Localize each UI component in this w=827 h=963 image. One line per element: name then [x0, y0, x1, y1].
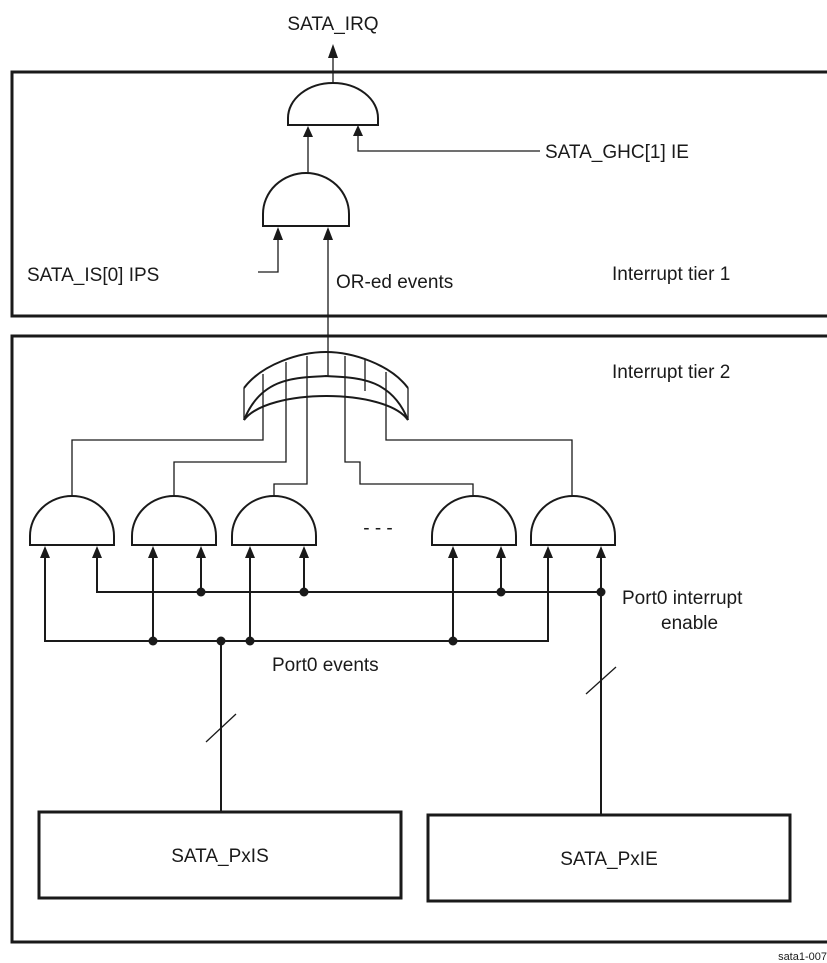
- ips-input-wire: [258, 240, 279, 273]
- event-junction-4: [448, 636, 458, 646]
- gate-ellipsis: - - -: [363, 518, 393, 539]
- gate4-enable-arrow: [496, 546, 506, 558]
- interrupt-tier1-label: Interrupt tier 1: [612, 264, 730, 285]
- or-feed-gate2: [173, 392, 287, 496]
- port-enable-label-line1: Port0 interrupt: [622, 588, 743, 609]
- or-gate-body: [243, 374, 409, 421]
- or-feed-gate1: [71, 400, 264, 496]
- gate2-enable-arrow: [196, 546, 206, 558]
- port-events-label: Port0 events: [272, 655, 379, 676]
- gate1-enable-arrow: [92, 546, 102, 558]
- or-feed-gate3: [273, 389, 308, 496]
- ips-input-arrow: [273, 227, 283, 240]
- sata-pxis-box: [37, 810, 403, 900]
- enable-junction-2: [299, 587, 309, 597]
- port-enable-bus: [96, 557, 601, 593]
- or-gate-top-arc: [243, 350, 409, 389]
- port-and-gate-2: [131, 495, 217, 546]
- ored-events-label: OR-ed events: [336, 272, 453, 293]
- enable-junction-1: [196, 587, 206, 597]
- or-feed-gate4: [344, 389, 474, 496]
- figure-id-label: sata1-007: [778, 951, 827, 963]
- sata-irq-label: SATA_IRQ: [287, 14, 378, 35]
- port-and-gate-1: [29, 495, 115, 546]
- port-events-bus: [44, 557, 549, 642]
- irq-and-gate: [287, 82, 379, 126]
- gate5-event-arrow: [543, 546, 553, 558]
- port-and-gate-3: [231, 495, 317, 546]
- sata-pxis-label: SATA_PxIS: [171, 846, 269, 867]
- port-enable-label-line2: enable: [661, 613, 718, 634]
- gate1-event-arrow: [40, 546, 50, 558]
- port-and-gate-4: [431, 495, 517, 546]
- gate3-event-arrow: [245, 546, 255, 558]
- interrupt-tier2-label: Interrupt tier 2: [612, 362, 730, 383]
- gate3-enable-arrow: [299, 546, 309, 558]
- or-feed-gate5: [385, 398, 573, 496]
- interrupt-tier2-frame: [10, 334, 827, 944]
- gate5-enable-arrow: [596, 546, 606, 558]
- ips-and-gate: [262, 172, 350, 227]
- global-enable-wire: [357, 134, 540, 152]
- sata-pxie-box: [426, 813, 792, 903]
- event-junction-3: [245, 636, 255, 646]
- global-enable-arrow: [353, 125, 363, 136]
- port-and-gate-5: [530, 495, 616, 546]
- tier1-intermediate-arrow: [303, 126, 313, 137]
- gate2-event-arrow: [148, 546, 158, 558]
- irq-output-arrow: [328, 44, 338, 58]
- enable-bus-slash: [585, 666, 617, 695]
- sata-pxie-label: SATA_PxIE: [560, 849, 658, 870]
- gate4-event-arrow: [448, 546, 458, 558]
- sata-ghc-ie-label: SATA_GHC[1] IE: [545, 142, 689, 163]
- sata-is-ips-label: SATA_IS[0] IPS: [27, 265, 159, 286]
- event-junction-1: [148, 636, 158, 646]
- interrupt-tier1-frame: [10, 70, 827, 318]
- ored-events-arrow: [323, 227, 333, 240]
- status-bus-slash: [205, 713, 237, 743]
- enable-junction-3: [496, 587, 506, 597]
